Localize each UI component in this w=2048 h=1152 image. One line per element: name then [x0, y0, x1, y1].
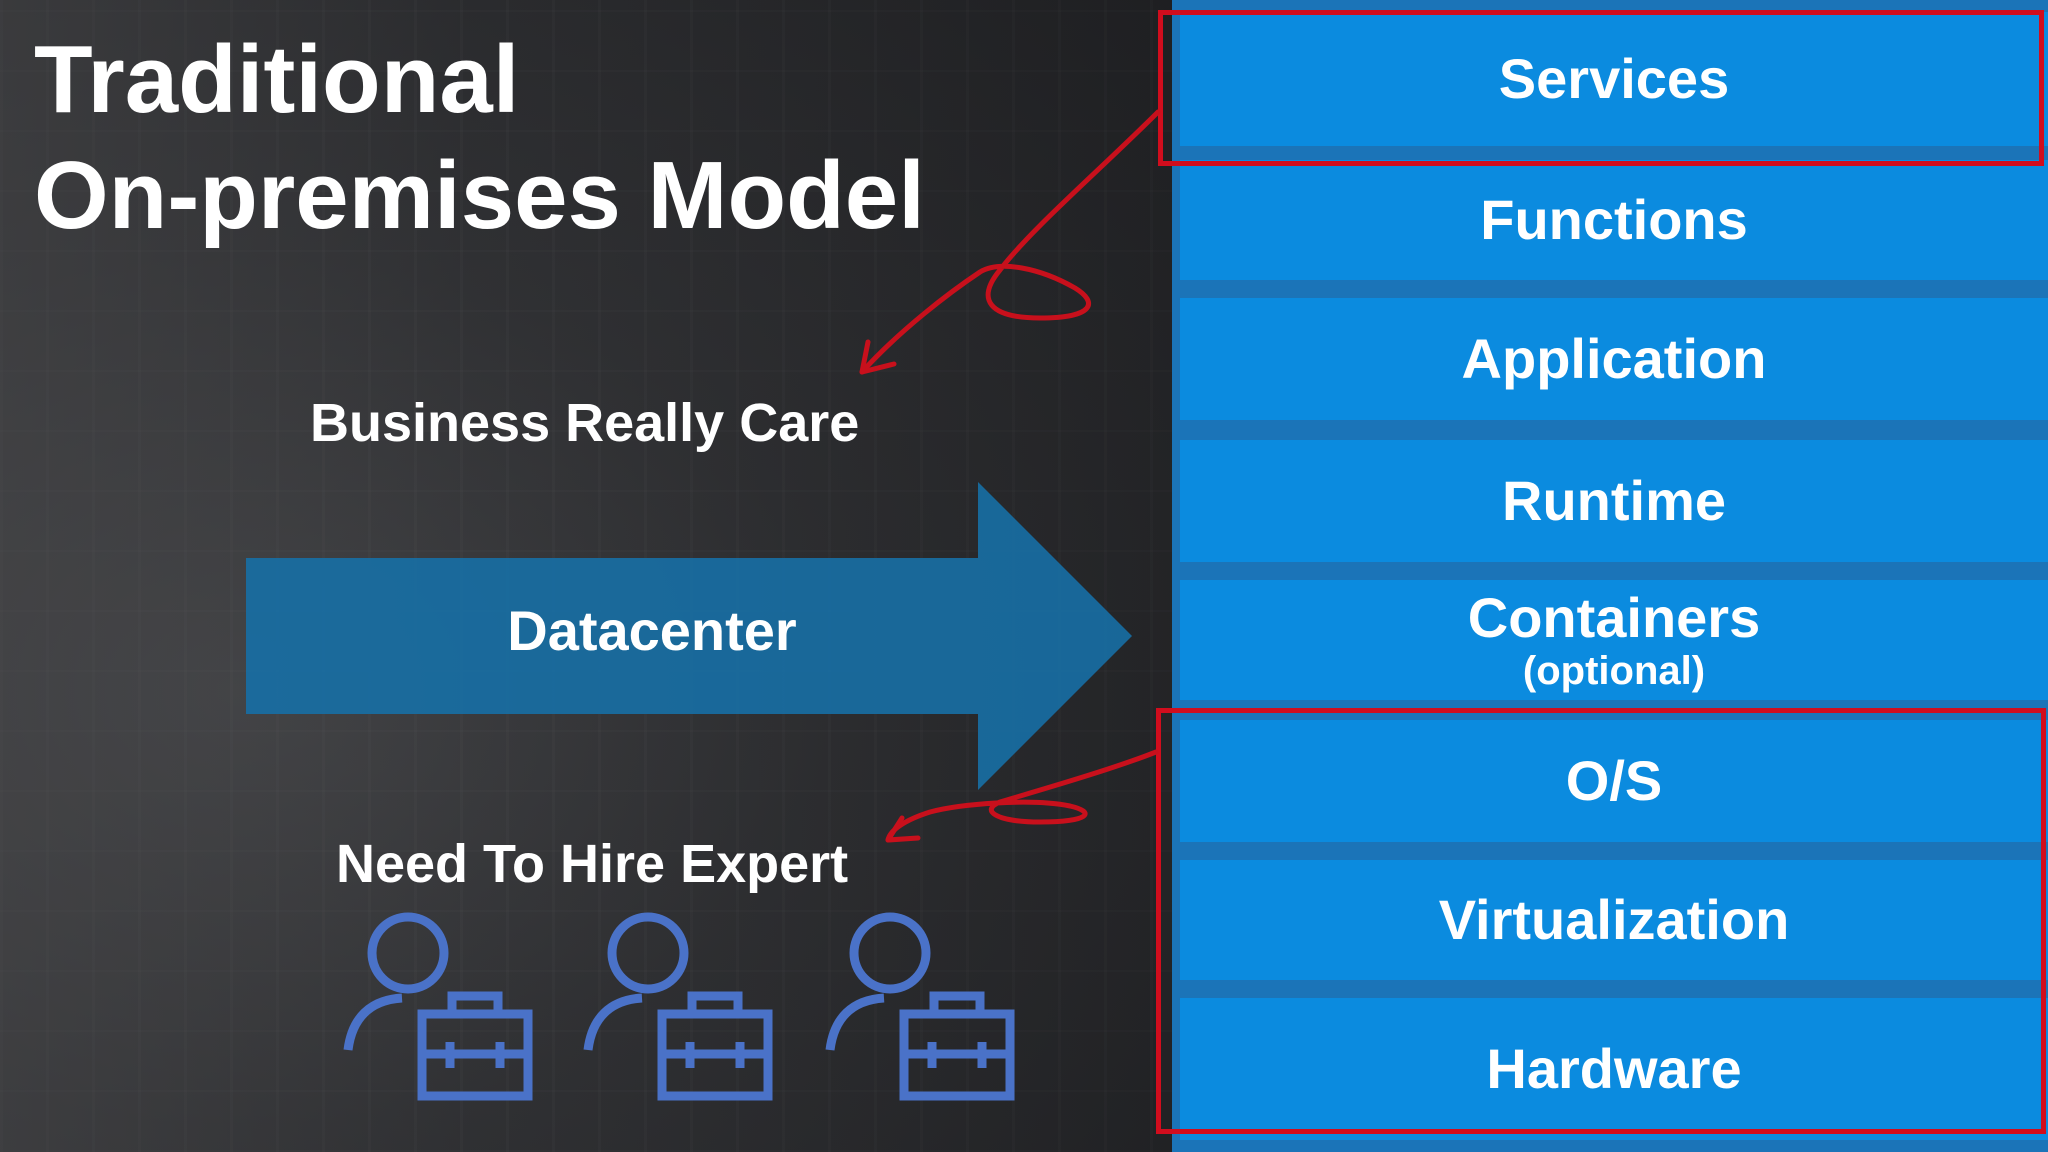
- expert-icon-1: [340, 910, 540, 1110]
- layer-runtime: Runtime: [1180, 440, 2048, 562]
- layer-label: Runtime: [1502, 469, 1726, 532]
- layer-label: Functions: [1480, 188, 1748, 251]
- expert-icon-3: [822, 910, 1022, 1110]
- layer-label: Hardware: [1486, 1037, 1742, 1100]
- layer-hardware: Hardware: [1180, 998, 2048, 1140]
- layer-virtualization: Virtualization: [1180, 860, 2048, 980]
- business-care-label: Business Really Care: [310, 393, 860, 453]
- highlight-box-infrastructure: [1156, 708, 2046, 1134]
- slide-title: Traditional On-premises Model: [34, 22, 925, 254]
- layer-label: Virtualization: [1438, 888, 1790, 951]
- highlight-box-services: [1158, 10, 2044, 166]
- layer-label: Application: [1461, 327, 1767, 390]
- layer-label: Containers: [1467, 586, 1761, 649]
- layer-sublabel: (optional): [1522, 649, 1706, 693]
- expert-icon-2: [580, 910, 780, 1110]
- person-toolbox-icon: [343, 912, 533, 1101]
- layer-os: O/S: [1180, 720, 2048, 842]
- layer-application: Application: [1180, 298, 2048, 420]
- datacenter-arrow: [246, 482, 1132, 790]
- layer-functions: Functions: [1180, 160, 2048, 280]
- layer-containers: Containers (optional): [1180, 580, 2048, 700]
- datacenter-arrow-label: Datacenter: [507, 599, 797, 662]
- layer-label: O/S: [1565, 749, 1663, 812]
- responsibility-stack: Services Functions Application Runtime C…: [1172, 0, 2048, 1152]
- title-line-1: Traditional: [34, 26, 520, 133]
- layer-label: Services: [1498, 47, 1730, 110]
- person-toolbox-icon: [825, 912, 1015, 1101]
- person-toolbox-icon: [583, 912, 773, 1101]
- layer-services: Services: [1180, 12, 2048, 146]
- title-line-2: On-premises Model: [34, 142, 925, 249]
- hire-expert-label: Need To Hire Expert: [336, 834, 849, 894]
